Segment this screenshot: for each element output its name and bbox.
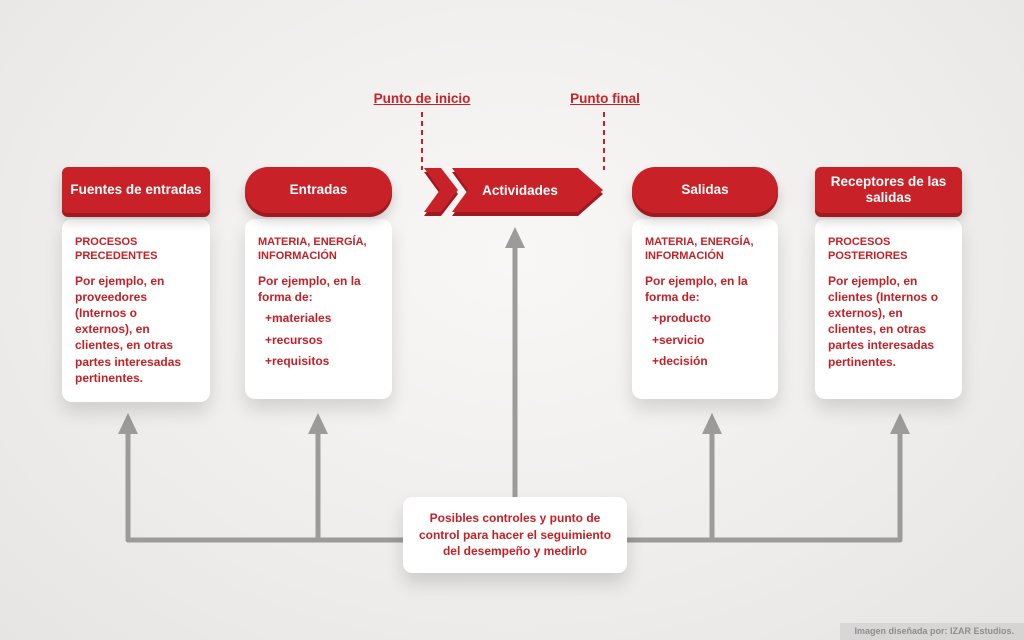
control-box-text: Posibles controles y punto de control pa… (418, 510, 612, 559)
column-salidas: Salidas MATERIA, ENERGÍA, INFORMACIÓN Po… (632, 167, 778, 399)
arrowhead-fuentes (118, 413, 138, 434)
card-list-item: +requisitos (265, 354, 330, 369)
column-header-label: Fuentes de entradas (70, 182, 202, 198)
arrowhead-entradas (308, 413, 328, 434)
card-list-item: +materiales (265, 310, 332, 325)
card-subtitle: PROCESOS POSTERIORES (828, 236, 908, 263)
card-body: Por ejemplo, en la forma de: (645, 273, 748, 304)
card-subtitle: PROCESOS PRECEDENTES (75, 236, 158, 263)
activities-banner (424, 168, 603, 212)
column-card: PROCESOS PRECEDENTES Por ejemplo, en pro… (62, 219, 210, 402)
column-receptores-de-las-salidas: Receptores de las salidas PROCESOS POSTE… (815, 167, 962, 399)
start-point-label: Punto de inicio (373, 91, 471, 106)
column-header: Fuentes de entradas (62, 167, 210, 213)
column-card: PROCESOS POSTERIORES Por ejemplo, en cli… (815, 219, 962, 399)
card-list-item: +servicio (652, 332, 705, 347)
card-subtitle: MATERIA, ENERGÍA, INFORMACIÓN (258, 236, 367, 263)
card-subtitle: MATERIA, ENERGÍA, INFORMACIÓN (645, 236, 754, 263)
card-list-item: +decisión (652, 354, 708, 369)
column-header: Entradas (245, 167, 392, 213)
control-box: Posibles controles y punto de control pa… (403, 497, 627, 573)
column-header: Salidas (632, 167, 778, 213)
column-card: MATERIA, ENERGÍA, INFORMACIÓN Por ejempl… (245, 219, 392, 399)
card-list-item: +recursos (265, 332, 323, 347)
column-header-label: Receptores de las salidas (830, 174, 947, 205)
activities-label: Actividades (482, 182, 558, 198)
column-card: MATERIA, ENERGÍA, INFORMACIÓN Por ejempl… (632, 219, 778, 399)
arrowhead-receptores (890, 413, 910, 434)
arrowhead-actividades (505, 227, 525, 248)
card-body: Por ejemplo, en proveedores (Internos o … (75, 273, 182, 385)
column-entradas: Entradas MATERIA, ENERGÍA, INFORMACIÓN P… (245, 167, 392, 399)
column-fuentes-de-entradas: Fuentes de entradas PROCESOS PRECEDENTES… (62, 167, 210, 402)
card-list-item: +producto (652, 310, 711, 325)
card-body: Por ejemplo, en la forma de: (258, 273, 361, 304)
credit-text: Imagen diseñada por: IZAR Estudios. (840, 623, 1024, 640)
card-body: Por ejemplo, en clientes (Internos o ext… (828, 273, 939, 369)
activities-chevron-icon (424, 168, 458, 212)
column-header-label: Entradas (289, 182, 348, 198)
column-header-label: Salidas (681, 182, 729, 198)
activities-arrow-shape (452, 168, 603, 212)
end-point-label: Punto final (570, 91, 640, 106)
arrowhead-salidas (702, 413, 722, 434)
column-header: Receptores de las salidas (815, 167, 962, 213)
